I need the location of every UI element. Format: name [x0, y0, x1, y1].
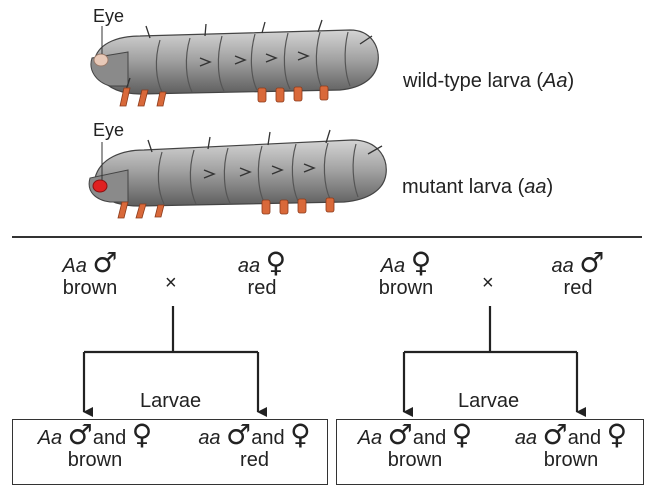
- cross1-parent2-genotype-line: aa ♀: [212, 252, 312, 277]
- cross1-times-symbol: ×: [165, 272, 177, 294]
- cross1-parent2: aa ♀ red: [212, 252, 312, 299]
- cross2-offspring-1-and: and: [413, 427, 446, 449]
- cross1-offspring-2-genotype-line: aa ♂and ♀: [182, 424, 327, 449]
- female-symbol-icon: ♀: [132, 418, 153, 451]
- cross2-offspring-2-and: and: [568, 427, 601, 449]
- cross1-parent2-phenotype: red: [212, 277, 312, 299]
- cross2-parent2: aa ♂ red: [528, 252, 628, 299]
- cross1-offspring-1-genotype-line: Aa ♂and ♀: [20, 424, 170, 449]
- female-symbol-icon: ♀: [411, 246, 432, 279]
- cross2-times-symbol: ×: [482, 272, 494, 294]
- female-symbol-icon: ♀: [607, 418, 628, 451]
- cross1-offspring-2-phenotype: red: [182, 449, 327, 471]
- cross2-parent1-phenotype: brown: [356, 277, 456, 299]
- male-symbol-icon: ♂: [579, 246, 604, 279]
- cross2-offspring-1-phenotype: brown: [340, 449, 490, 471]
- cross2-parent1-genotype-line: Aa ♀: [356, 252, 456, 277]
- female-symbol-icon: ♀: [290, 418, 311, 451]
- male-symbol-icon: ♂: [388, 418, 413, 451]
- cross2-offspring-1-genotype-line: Aa ♂and ♀: [340, 424, 490, 449]
- female-symbol-icon: ♀: [452, 418, 473, 451]
- male-symbol-icon: ♂: [543, 418, 568, 451]
- cross1-parent1-phenotype: brown: [40, 277, 140, 299]
- cross1-offspring-1-phenotype: brown: [20, 449, 170, 471]
- cross1-parent1-genotype-line: Aa ♂: [40, 252, 140, 277]
- cross1-offspring-2: aa ♂and ♀ red: [182, 424, 327, 471]
- cross1-offspring-2-and: and: [251, 427, 284, 449]
- male-symbol-icon: ♂: [92, 246, 117, 279]
- cross1-parent2-genotype: aa: [238, 255, 260, 277]
- male-symbol-icon: ♂: [226, 418, 251, 451]
- cross2-offspring-label: Larvae: [458, 390, 519, 412]
- cross2-parent2-genotype-line: aa ♂: [528, 252, 628, 277]
- cross1-offspring-1-genotype: Aa: [38, 427, 62, 449]
- cross2-offspring-1-genotype: Aa: [358, 427, 382, 449]
- cross2-offspring-2-genotype-line: aa ♂and ♀: [500, 424, 642, 449]
- cross1-offspring-1: Aa ♂and ♀ brown: [20, 424, 170, 471]
- cross1-parent1-genotype: Aa: [62, 255, 86, 277]
- cross2-offspring-1: Aa ♂and ♀ brown: [340, 424, 490, 471]
- cross1-parent1: Aa ♂ brown: [40, 252, 140, 299]
- cross1-offspring-label: Larvae: [140, 390, 201, 412]
- male-symbol-icon: ♂: [68, 418, 93, 451]
- cross2-parent1: Aa ♀ brown: [356, 252, 456, 299]
- cross2-parent2-genotype: aa: [552, 255, 574, 277]
- cross2-offspring-2-phenotype: brown: [500, 449, 642, 471]
- cross2-offspring-2-genotype: aa: [515, 427, 537, 449]
- cross2-parent1-genotype: Aa: [381, 255, 405, 277]
- cross2-parent2-phenotype: red: [528, 277, 628, 299]
- cross2-offspring-2: aa ♂and ♀ brown: [500, 424, 642, 471]
- cross1-offspring-2-genotype: aa: [198, 427, 220, 449]
- cross1-offspring-1-and: and: [93, 427, 126, 449]
- female-symbol-icon: ♀: [266, 246, 287, 279]
